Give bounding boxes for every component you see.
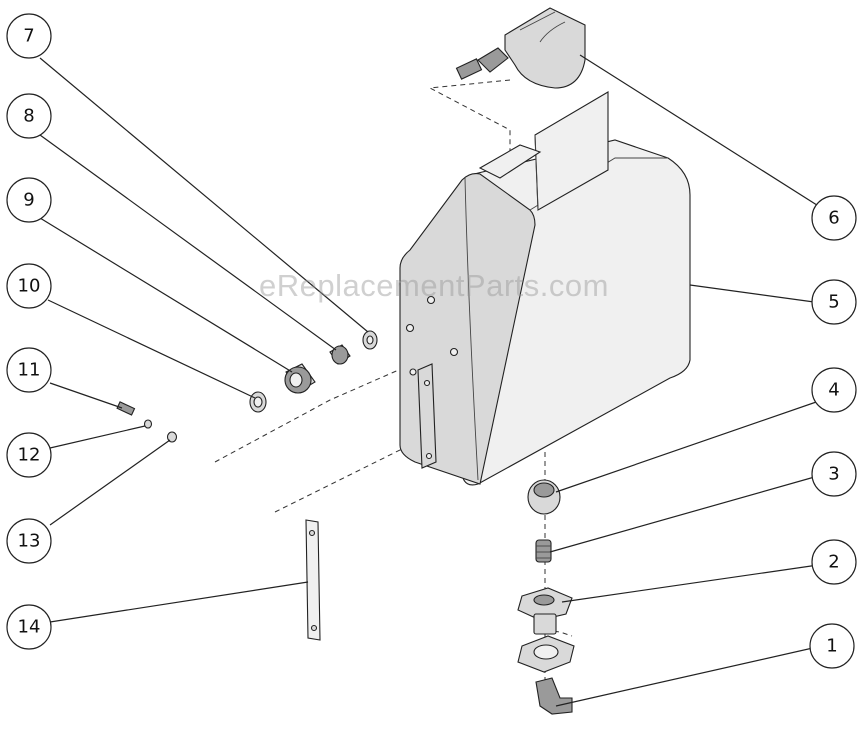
- callout-9: 9: [6, 177, 52, 223]
- svg-text:3: 3: [828, 464, 839, 485]
- svg-text:1: 1: [826, 636, 837, 657]
- svg-text:13: 13: [18, 531, 41, 552]
- svg-text:4: 4: [828, 380, 839, 401]
- part-2-valve-body: [517, 587, 573, 635]
- callout-12: 12: [6, 432, 52, 478]
- part-12-lock-washer: [143, 419, 153, 429]
- part-7-washer: [362, 330, 378, 350]
- svg-text:2: 2: [828, 552, 839, 573]
- part-13-washer: [166, 431, 178, 443]
- part-4-plug: [527, 479, 561, 515]
- part-10-gasket: [249, 391, 267, 413]
- callout-6: 6: [811, 195, 857, 241]
- part-9-bulkhead-fitting: [284, 363, 316, 394]
- svg-text:11: 11: [18, 360, 41, 381]
- svg-text:8: 8: [23, 106, 34, 127]
- part-5-tank: [399, 91, 691, 486]
- svg-text:6: 6: [828, 208, 839, 229]
- callout-11: 11: [6, 347, 52, 393]
- callout-4: 4: [811, 367, 857, 413]
- callout-3: 3: [811, 451, 857, 497]
- callout-13: 13: [6, 518, 52, 564]
- part-1-nut-and-elbow: [517, 635, 575, 715]
- svg-text:5: 5: [828, 292, 839, 313]
- callout-1: 1: [809, 623, 855, 669]
- callout-7: 7: [6, 13, 52, 59]
- part-14-strap: [305, 519, 321, 641]
- svg-text:12: 12: [18, 445, 41, 466]
- callout-14: 14: [6, 604, 52, 650]
- leader-lines: [39, 54, 827, 707]
- svg-text:14: 14: [18, 617, 41, 638]
- part-3-spring: [535, 539, 552, 563]
- part-11-screw: [116, 401, 136, 416]
- callout-2: 2: [811, 539, 857, 585]
- svg-text:10: 10: [18, 276, 41, 297]
- callout-10: 10: [6, 263, 52, 309]
- callout-5: 5: [811, 279, 857, 325]
- callout-8: 8: [6, 93, 52, 139]
- svg-text:7: 7: [23, 26, 34, 47]
- svg-text:9: 9: [23, 190, 34, 211]
- part-6-cap: [455, 7, 586, 89]
